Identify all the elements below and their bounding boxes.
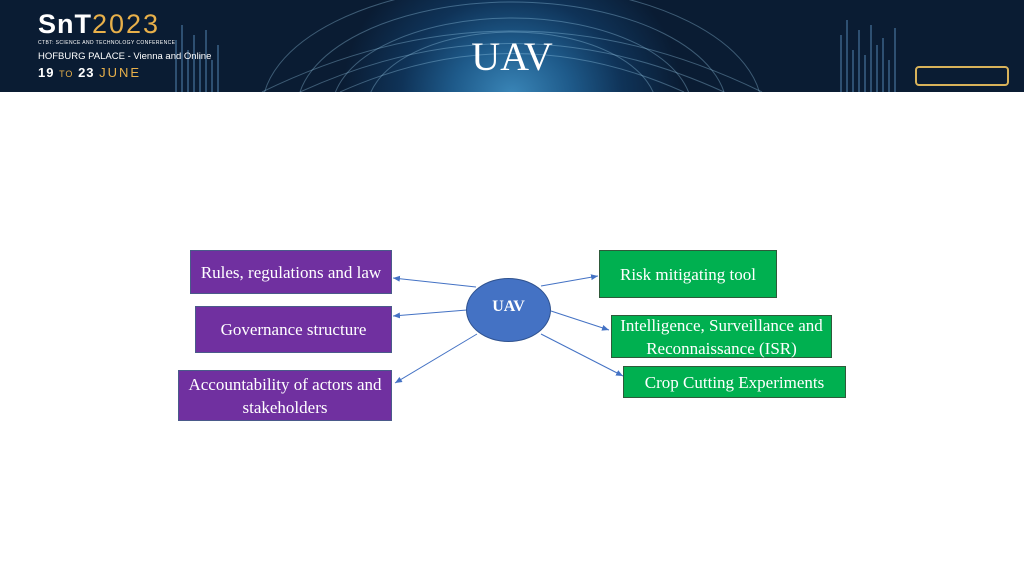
connector-to-rules [392,275,477,288]
node-accountability: Accountability of actors and stakeholder… [178,370,392,421]
banner-frame-box [915,66,1009,86]
logo-month: JUNE [99,65,142,80]
node-crop-cutting: Crop Cutting Experiments [623,366,846,398]
banner-background-graphic [175,0,896,92]
logo-to: TO [59,69,74,79]
connector-to-isr [550,310,610,331]
node-governance-structure: Governance structure [195,306,392,353]
page-title: UAV [471,34,553,79]
node-center-uav: UAV [466,278,551,342]
logo-year: 2023 [92,9,161,39]
connector-to-governance [392,309,468,319]
logo-day-start: 19 [38,65,55,80]
node-risk-mitigating-tool: Risk mitigating tool [599,250,777,298]
logo-venue: HOFBURG PALACE - Vienna and Online [38,51,212,62]
connector-to-risk [540,274,599,287]
logo-subtitle: CTBT: SCIENCE AND TECHNOLOGY CONFERENCE [38,40,176,46]
conference-logo: SnT2023 CTBT: SCIENCE AND TECHNOLOGY CON… [38,10,211,80]
node-rules-regulations: Rules, regulations and law [190,250,392,294]
header-banner: SnT2023 CTBT: SCIENCE AND TECHNOLOGY CON… [0,0,1024,92]
logo-dates: 19 TO 23 JUNE [38,65,211,80]
logo-day-end: 23 [78,65,95,80]
node-isr: Intelligence, Surveillance and Reconnais… [611,315,832,358]
logo-main-text: SnT2023 [38,10,211,38]
logo-prefix: SnT [38,9,92,39]
connector-to-accountability [394,333,478,384]
connector-to-crop [540,333,624,377]
